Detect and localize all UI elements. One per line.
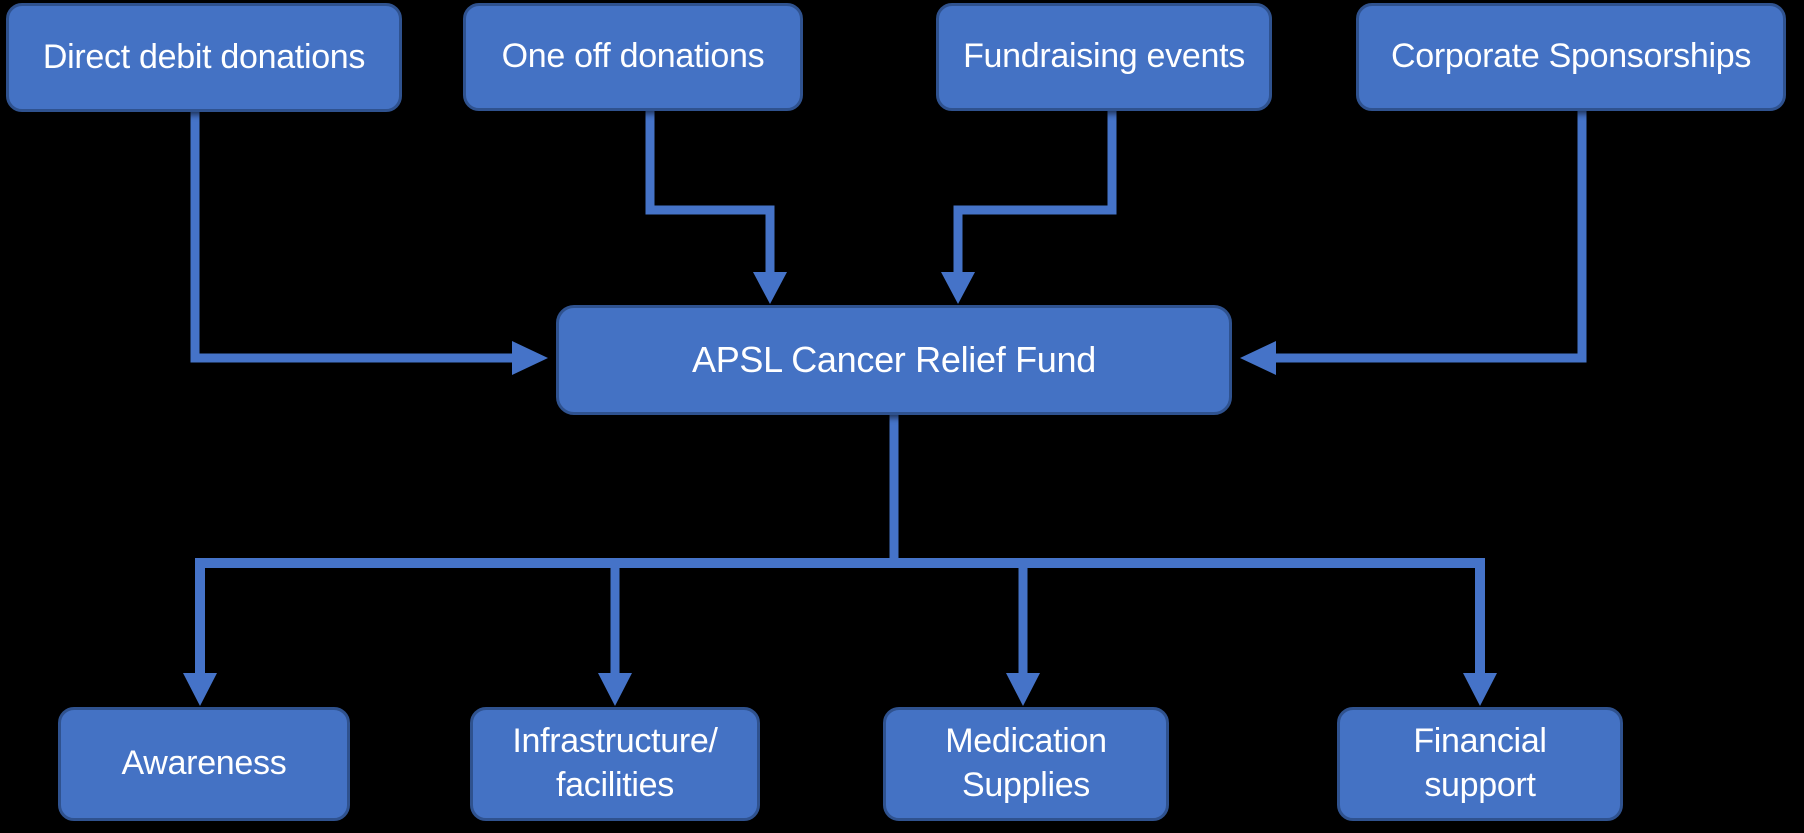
node-label: APSL Cancer Relief Fund	[692, 338, 1096, 380]
arrowhead-into-financial	[1463, 673, 1497, 706]
node-label-line2: Supplies	[961, 766, 1091, 804]
node-awareness: Awareness	[58, 707, 350, 821]
connector-direct-debit-to-fund	[190, 111, 512, 363]
connector-one-off-to-fund	[645, 111, 775, 274]
node-infrastructure-facilities: Infrastructure/ facilities	[470, 707, 760, 821]
arrowhead-into-fund-left	[512, 341, 548, 375]
node-label-line2: support	[1424, 766, 1536, 804]
node-label-line1: Infrastructure/	[512, 722, 718, 761]
connector-fundraising-to-fund	[953, 111, 1117, 274]
node-label: Fundraising events	[963, 37, 1245, 76]
node-label-line1: Financial	[1413, 722, 1547, 761]
arrowhead-into-fund-top-right	[941, 272, 975, 304]
node-financial-support: Financial support	[1337, 707, 1623, 821]
node-fundraising-events: Fundraising events	[936, 3, 1272, 111]
node-label: Corporate Sponsorships	[1390, 37, 1752, 76]
node-label: Direct debit donations	[42, 37, 366, 76]
arrowhead-into-fund-right	[1240, 341, 1276, 375]
node-apsl-cancer-relief-fund: APSL Cancer Relief Fund	[556, 305, 1232, 415]
node-label-line1: Awareness	[121, 744, 287, 783]
connector-corporate-to-fund	[1276, 111, 1587, 363]
arrowhead-into-medication	[1006, 673, 1040, 706]
node-label-line1: Medication	[945, 722, 1107, 761]
node-direct-debit-donations: Direct debit donations	[6, 3, 402, 112]
distribution-bar	[195, 558, 1485, 676]
node-one-off-donations: One off donations	[463, 3, 803, 111]
arrowhead-into-infrastructure	[598, 673, 632, 706]
arrowhead-into-awareness	[183, 673, 217, 706]
node-label-line2: facilities	[556, 766, 674, 804]
arrowhead-into-fund-top-left	[753, 272, 787, 304]
node-medication-supplies: Medication Supplies	[883, 707, 1169, 821]
node-label: One off donations	[501, 37, 765, 76]
node-corporate-sponsorships: Corporate Sponsorships	[1356, 3, 1786, 111]
